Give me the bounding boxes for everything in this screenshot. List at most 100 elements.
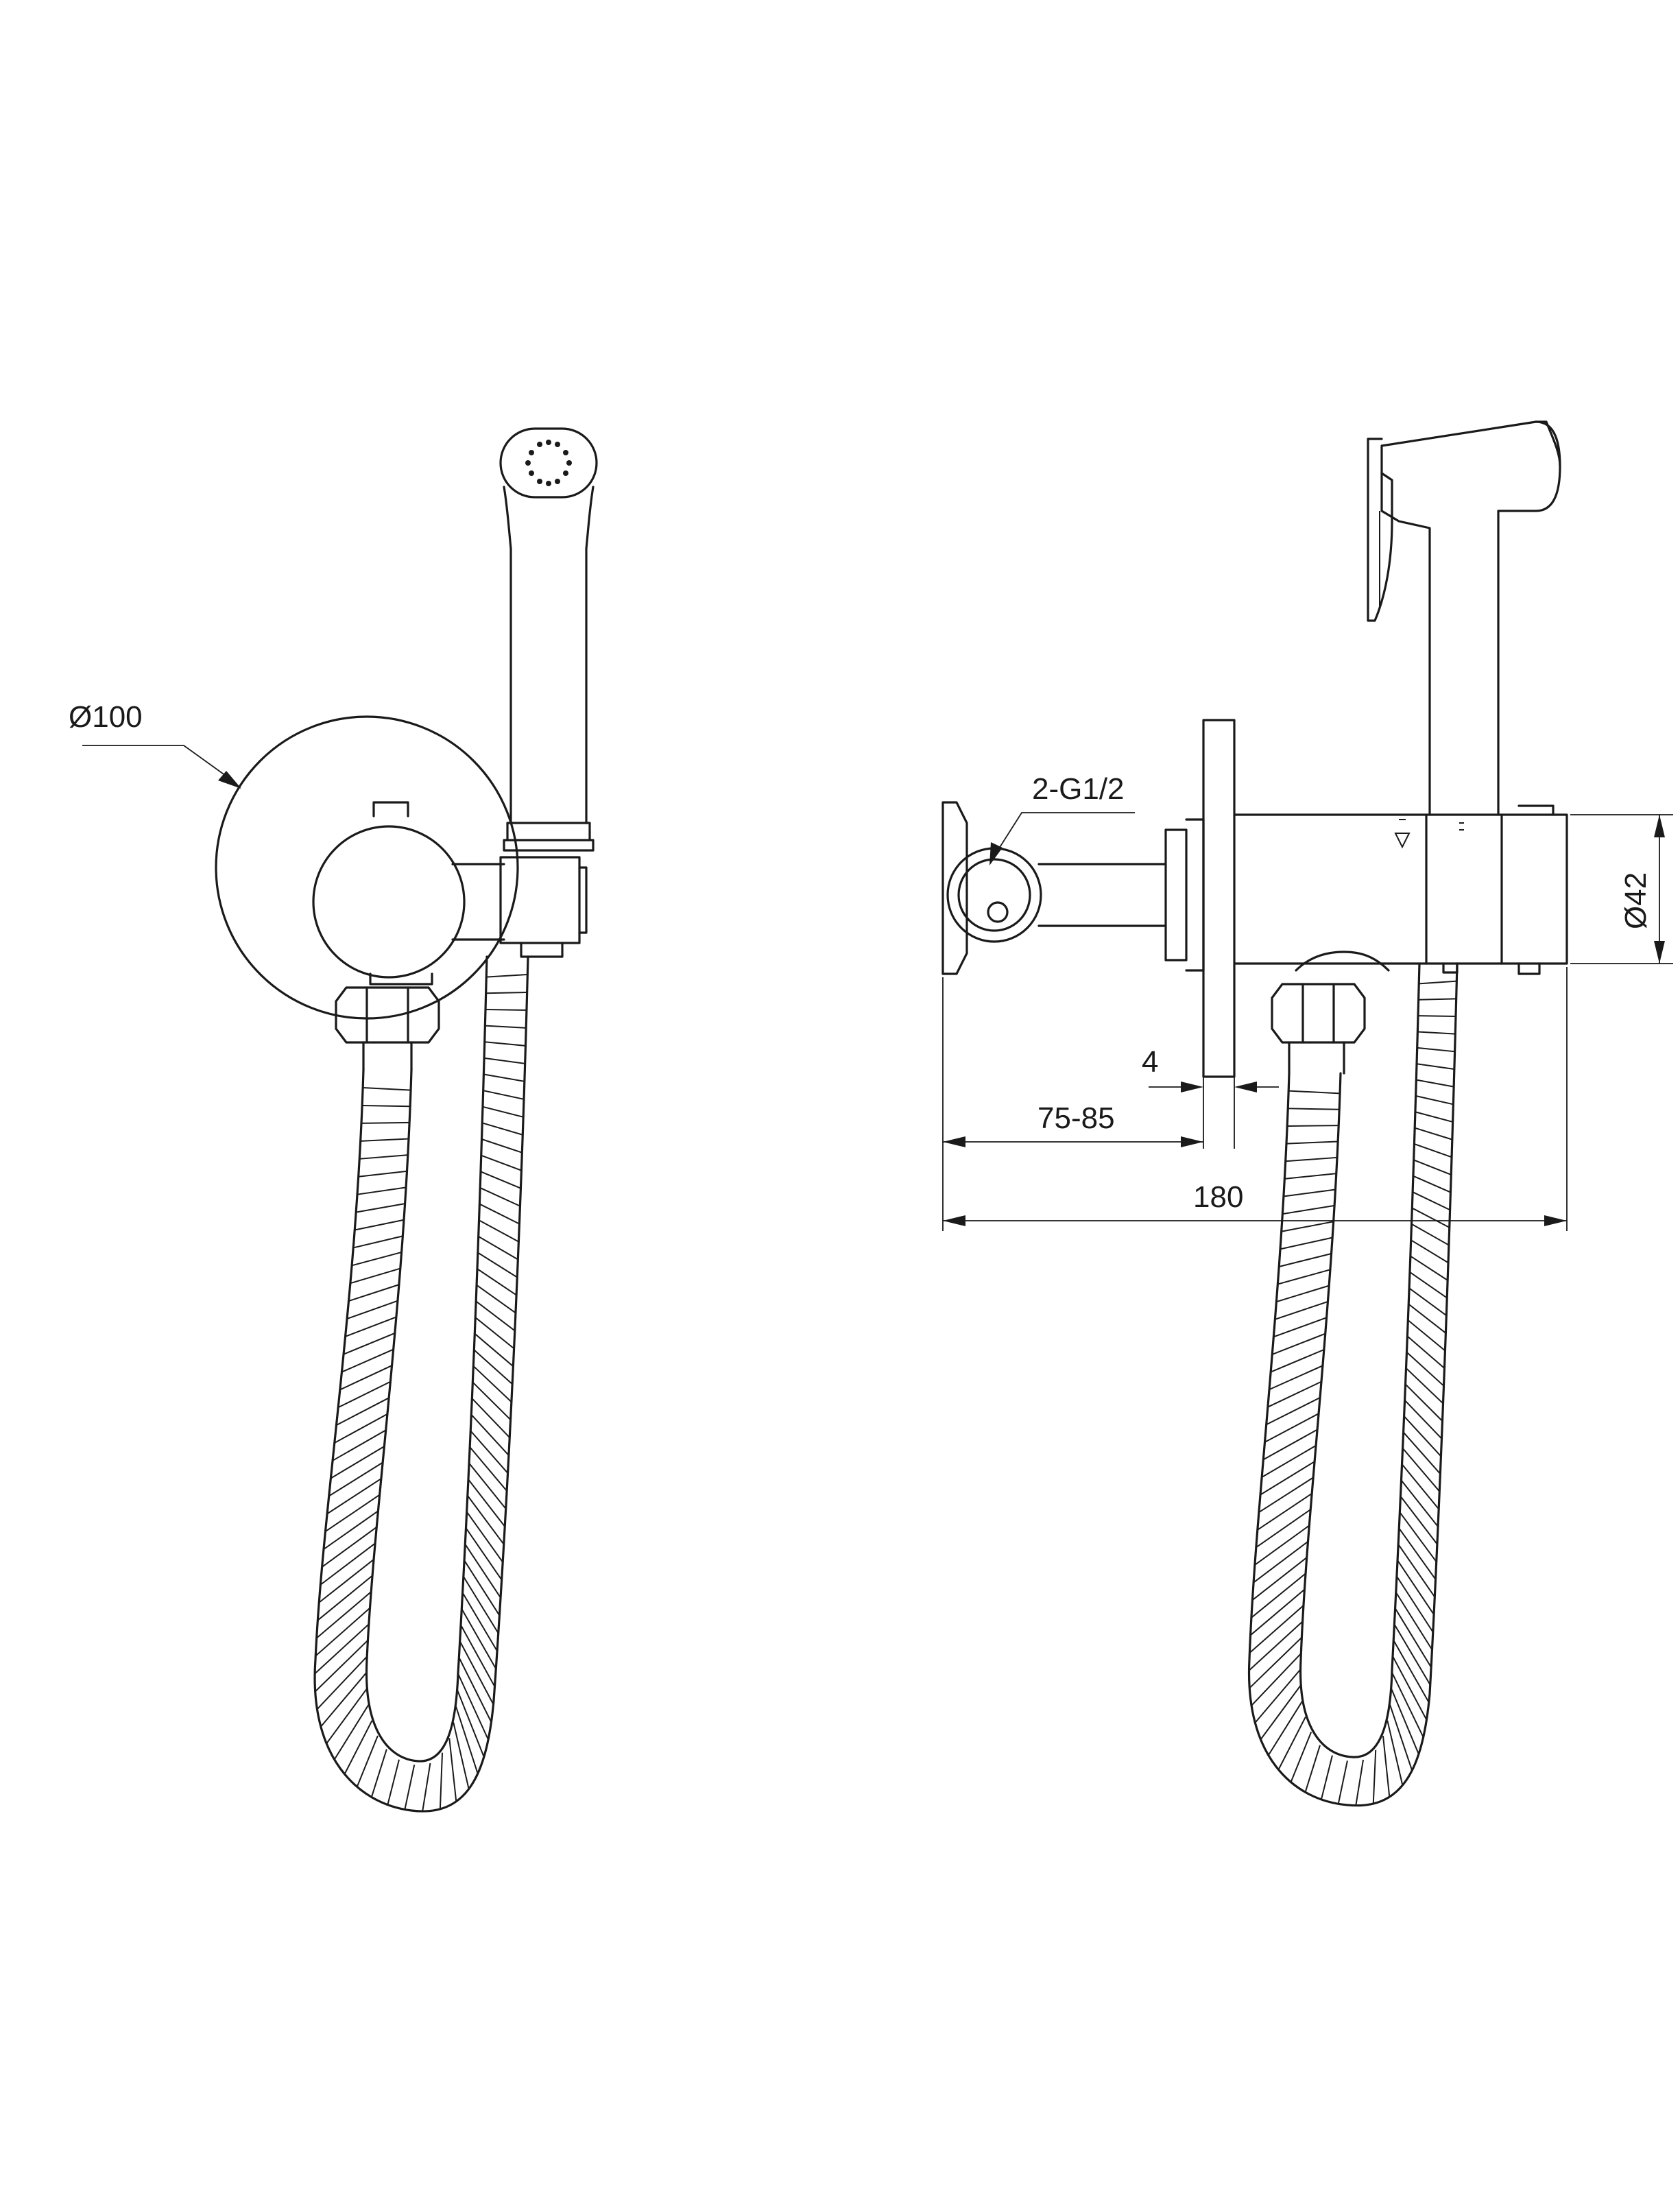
- hose-rib: [1397, 1544, 1436, 1598]
- hose-rib: [320, 1542, 376, 1586]
- hose-rib: [455, 1706, 479, 1774]
- knob-stem: [372, 801, 409, 817]
- hose-rib: [422, 1763, 431, 1812]
- hose-rib: [345, 1316, 397, 1337]
- hose-rib: [465, 1527, 503, 1581]
- hose-rib: [464, 1544, 501, 1599]
- hose-rib: [1277, 1269, 1331, 1285]
- hose-rib: [330, 1445, 385, 1479]
- hose-rib: [1406, 1367, 1444, 1405]
- valve-body-side: [1233, 804, 1568, 975]
- hose-rib: [314, 1639, 369, 1693]
- hose-rib: [457, 1673, 489, 1741]
- hose-rib: [463, 1576, 499, 1634]
- hose-rib: [472, 1365, 512, 1402]
- hose-rib: [1392, 1656, 1428, 1721]
- hose-front-ribs: [314, 973, 528, 1812]
- hose-rib: [477, 1268, 517, 1296]
- hose-rib: [1320, 1755, 1333, 1800]
- hose-rib: [1269, 1365, 1323, 1391]
- hose-rib: [475, 1317, 515, 1350]
- hose-rib: [1267, 1381, 1322, 1408]
- hose-rib: [479, 1203, 520, 1225]
- hose-rib: [1408, 1303, 1446, 1334]
- hose-rib: [1288, 1090, 1341, 1095]
- hose-rib: [1249, 1604, 1304, 1653]
- label-plate-thickness: 4: [1142, 1045, 1158, 1079]
- hose-rib: [328, 1461, 384, 1497]
- hose-rib: [481, 1154, 522, 1171]
- valve-knob: [312, 825, 466, 979]
- hose-rib: [477, 1252, 518, 1278]
- dimension-connection: 2-G1/2: [989, 772, 1135, 865]
- hose-rib: [1280, 1237, 1333, 1250]
- hose-rib: [1249, 1588, 1306, 1636]
- label-body-diameter: Ø42: [1619, 872, 1653, 929]
- hose-rib: [1417, 1031, 1456, 1035]
- hose-rib: [351, 1251, 403, 1267]
- hose-rib: [470, 1414, 509, 1456]
- wall-plate-side: [1202, 719, 1236, 1078]
- hose-side-ribs: [1248, 980, 1457, 1806]
- hose-rib: [475, 1300, 516, 1332]
- hose-rib: [341, 1348, 394, 1373]
- handle-ring: [503, 822, 595, 852]
- hose-rib: [482, 1106, 524, 1118]
- hose-rib: [1412, 1207, 1450, 1228]
- hose-rib: [1409, 1271, 1448, 1299]
- hose-rib: [1282, 1204, 1335, 1215]
- hose-rib: [1415, 1127, 1453, 1140]
- hose-rib: [1395, 1592, 1433, 1651]
- hose-rib: [357, 1186, 407, 1195]
- hose-rib: [316, 1656, 368, 1710]
- hose-rib: [457, 1690, 485, 1758]
- hose-rib: [1262, 1429, 1319, 1461]
- hose-rib: [466, 1512, 503, 1563]
- hose-rib: [358, 1170, 407, 1178]
- label-wall-depth: 75-85: [1037, 1101, 1115, 1135]
- hose-rib: [333, 1704, 370, 1760]
- hose-rib: [1393, 1640, 1430, 1703]
- hose-rib: [1249, 1636, 1303, 1689]
- hose-rib: [458, 1657, 492, 1723]
- hose-rib: [1404, 1415, 1442, 1457]
- hose-rib: [1411, 1239, 1449, 1264]
- hose-rib: [356, 1735, 379, 1787]
- hose-rib: [1284, 1173, 1337, 1180]
- hose-rib: [1270, 1348, 1325, 1373]
- hose-rib: [316, 1590, 372, 1639]
- hose-rib: [462, 1592, 498, 1651]
- hose-rib: [355, 1219, 405, 1231]
- hose-rib: [461, 1609, 497, 1669]
- hose-rib: [360, 1138, 409, 1142]
- hose-rib: [1260, 1460, 1316, 1496]
- hose-rib: [1387, 1720, 1404, 1786]
- hose-rib: [336, 1397, 390, 1426]
- hose-rib: [1254, 1669, 1301, 1723]
- hose-rib: [474, 1333, 514, 1367]
- hose-rib: [467, 1495, 505, 1545]
- hose-rib: [471, 1398, 510, 1438]
- hose-rib: [1412, 1191, 1451, 1211]
- rear-fitting: [941, 801, 1205, 975]
- hose-rib: [1403, 1431, 1441, 1474]
- hose-rib: [315, 1607, 371, 1657]
- hose-rib: [1260, 1684, 1301, 1740]
- hose-rib: [1337, 1760, 1348, 1804]
- hose-rib: [459, 1641, 494, 1705]
- dimension-plate-diameter: Ø100: [69, 700, 241, 789]
- hose-rib: [1355, 1759, 1365, 1806]
- hose-rib: [1389, 1704, 1413, 1771]
- hose-rib: [478, 1236, 518, 1261]
- hose-rib: [1248, 1621, 1304, 1671]
- dimension-plate-thickness: 4: [1142, 1045, 1279, 1149]
- dimension-body-diameter: Ø42: [1570, 814, 1673, 964]
- hose-rib: [1407, 1319, 1446, 1352]
- hose-rib: [470, 1430, 509, 1474]
- hose-rib: [343, 1332, 396, 1355]
- side-view: [941, 420, 1568, 1807]
- hose-rib: [1417, 1047, 1455, 1053]
- hose-rib: [1266, 1396, 1321, 1426]
- hose-rib: [1285, 1156, 1338, 1162]
